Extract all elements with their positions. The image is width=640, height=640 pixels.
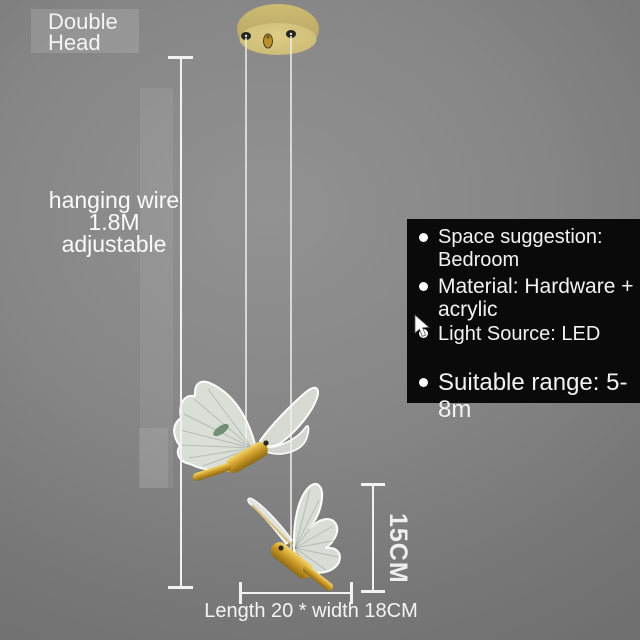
badge-line-2: Head: [48, 30, 101, 55]
badge-line-1: Double: [48, 9, 118, 34]
bullet-icon: [419, 282, 428, 291]
wire-measure-line: [180, 57, 182, 588]
hanging-wire-note: hanging wire 1.8M adjustable: [29, 187, 199, 257]
wall-panel-band-highlight: [139, 428, 168, 488]
wire-note-line-2: 1.8M: [88, 209, 140, 235]
height-measure-line: [372, 484, 374, 592]
wire-measure-cap-top: [168, 56, 193, 59]
width-measure-line: [240, 592, 352, 594]
spec-item-light-source: Light Source: LED: [419, 323, 600, 346]
double-head-badge: Double Head: [31, 9, 139, 55]
butterfly-upper: [173, 380, 319, 481]
butterfly-lower: [247, 483, 341, 591]
spec-item-material: Material: Hardware + acrylic: [419, 275, 640, 321]
cursor-icon: [414, 314, 430, 337]
spec-text: Space suggestion: Bedroom: [438, 226, 603, 271]
spec-text: Light Source: LED: [438, 323, 601, 345]
spec-text: Suitable range: 5-8m: [438, 369, 628, 423]
height-measure-cap-bottom: [361, 590, 385, 593]
bullet-icon: [419, 233, 428, 242]
bullet-icon: [419, 378, 428, 387]
wire-note-line-1: hanging wire: [48, 187, 180, 213]
specs-panel: Space suggestion: Bedroom Material: Hard…: [407, 219, 640, 423]
spec-item-space-suggestion: Space suggestion: Bedroom: [419, 226, 603, 272]
wire-note-line-3: adjustable: [61, 231, 167, 257]
height-measure-cap-top: [361, 483, 385, 486]
wire-measure-cap-bottom: [168, 586, 193, 589]
height-measure-label: 15CM: [384, 513, 412, 584]
ceiling-canopy: [237, 4, 319, 55]
spec-text: Material: Hardware + acrylic: [438, 275, 634, 321]
width-measure-cap-right: [350, 582, 353, 604]
width-measure-label: Length 20 * width 18CM: [204, 600, 418, 622]
spec-item-suitable-range: Suitable range: 5-8m: [419, 369, 640, 423]
wall-panel-band: [140, 88, 173, 488]
width-measure-cap-left: [239, 582, 242, 604]
